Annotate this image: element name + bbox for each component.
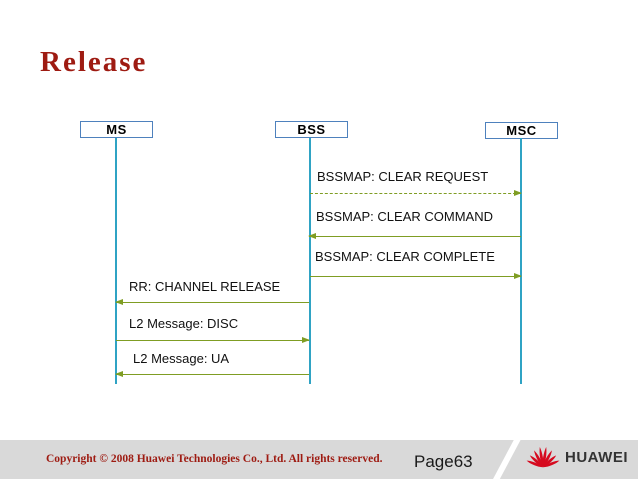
entity-label-bss: BSS [297,122,326,137]
lifeline-bss [309,138,311,384]
lifeline-msc [520,138,522,384]
entity-label-msc: MSC [506,123,537,138]
lifeline-ms [115,138,117,384]
huawei-logo: HUAWEI [526,442,628,472]
entity-box-bss: BSS [275,121,348,138]
entity-box-msc: MSC [485,122,558,139]
huawei-logo-icon [526,443,560,471]
footer-band [0,440,638,479]
arrow-l2-ua-bss-to-ms [115,370,309,377]
entity-label-ms: MS [106,122,127,137]
arrow-channel-release-bss-to-ms [115,298,309,305]
message-label-l2-disc: L2 Message: DISC [129,316,239,331]
arrow-l2-disc-ms-to-bss [116,336,310,343]
message-label-clear-request: BSSMAP: CLEAR REQUEST [317,169,489,184]
huawei-logo-text: HUAWEI [565,448,628,466]
message-label-l2-ua: L2 Message: UA [133,351,230,366]
arrow-clear-request-bss-to-msc [310,189,522,196]
arrow-clear-command-msc-to-bss [308,232,521,239]
arrow-clear-complete-bss-to-msc [310,272,522,279]
copyright-text: Copyright © 2008 Huawei Technologies Co.… [46,453,383,465]
message-label-channel-release: RR: CHANNEL RELEASE [129,279,281,294]
message-label-clear-command: BSSMAP: CLEAR COMMAND [316,209,493,224]
message-label-clear-complete: BSSMAP: CLEAR COMPLETE [315,249,495,264]
entity-box-ms: MS [80,121,153,138]
slide-title: Release [40,46,148,78]
page-number: Page63 [414,452,473,471]
